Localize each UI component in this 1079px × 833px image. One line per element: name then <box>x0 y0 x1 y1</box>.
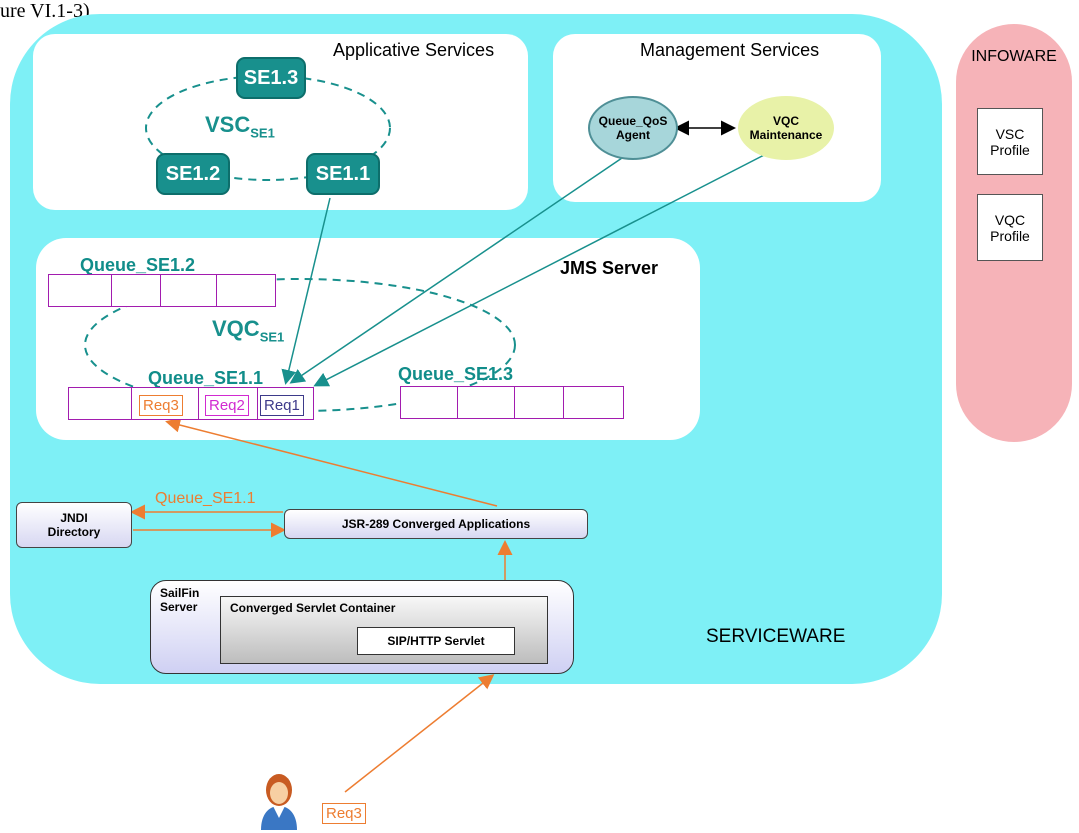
vsc-label-sub: SE1 <box>250 125 275 141</box>
serviceware-title: SERVICEWARE <box>706 626 846 647</box>
req2-item: Req2 <box>205 395 249 416</box>
queue-qos-agent-label: Queue_QoS Agent <box>598 114 668 142</box>
jndi-directory-label: JNDI Directory <box>47 511 101 539</box>
queue-lookup-label: Queue_SE1.1 <box>155 490 256 507</box>
queue-cell <box>458 387 515 418</box>
se-node-1-2[interactable]: SE1.2 <box>156 153 230 195</box>
vqc-label-sub: SE1 <box>259 329 285 345</box>
queue-se1-1-label: Queue_SE1.1 <box>148 368 264 388</box>
vsc-profile-label: VSC Profile <box>990 125 1030 158</box>
top-caption: ure VI.1-3). <box>0 0 95 22</box>
applicative-services-title: Applicative Services <box>333 40 495 60</box>
user-req3-label: Req3 <box>322 803 366 824</box>
req1-item: Req1 <box>260 395 304 416</box>
queue-se1-3 <box>400 386 624 419</box>
vsc-label: VSCSE1 <box>205 112 275 140</box>
queue-cell <box>49 275 112 306</box>
user-avatar-icon <box>257 770 301 830</box>
queue-cell <box>199 388 258 419</box>
queue-cell <box>401 387 458 418</box>
jsr289-apps-box[interactable]: JSR-289 Converged Applications <box>284 509 588 539</box>
queue-se1-3-label: Queue_SE1.3 <box>398 364 514 384</box>
infoware-title: INFOWARE <box>971 48 1057 65</box>
queue-cell <box>132 388 199 419</box>
queue-cell <box>161 275 217 306</box>
queue-cell <box>112 275 161 306</box>
vqc-profile-label: VQC Profile <box>990 211 1030 244</box>
jndi-directory-box[interactable]: JNDI Directory <box>16 502 132 548</box>
queue-se1-2 <box>48 274 276 307</box>
vsc-label-main: VSC <box>205 112 251 137</box>
queue-cell <box>69 388 132 419</box>
sip-http-servlet-box[interactable]: SIP/HTTP Servlet <box>357 627 515 655</box>
vqc-label-main: VQC <box>212 316 260 341</box>
vsc-profile-box: VSC Profile <box>977 108 1043 175</box>
queue-qos-agent-node[interactable]: Queue_QoS Agent <box>588 96 678 160</box>
se-node-1-1[interactable]: SE1.1 <box>306 153 380 195</box>
vqc-maintenance-label: VQC Maintenance <box>749 114 823 142</box>
queue-cell <box>515 387 564 418</box>
vqc-label: VQCSE1 <box>212 316 284 344</box>
management-services-title: Management Services <box>640 40 820 60</box>
vqc-profile-box: VQC Profile <box>977 194 1043 261</box>
queue-cell <box>564 387 623 418</box>
queue-cell <box>217 275 275 306</box>
sip-http-servlet-label: SIP/HTTP Servlet <box>387 634 485 648</box>
jsr289-apps-label: JSR-289 Converged Applications <box>341 517 531 531</box>
se-node-1-3[interactable]: SE1.3 <box>236 57 306 99</box>
jms-server-title: JMS Server <box>560 258 659 278</box>
vqc-maintenance-node[interactable]: VQC Maintenance <box>738 96 834 160</box>
converged-container-label: Converged Servlet Container <box>230 601 396 615</box>
req3-item: Req3 <box>139 395 183 416</box>
sailfin-server-label: SailFin Server <box>160 586 200 614</box>
queue-se1-2-label: Queue_SE1.2 <box>80 255 196 275</box>
